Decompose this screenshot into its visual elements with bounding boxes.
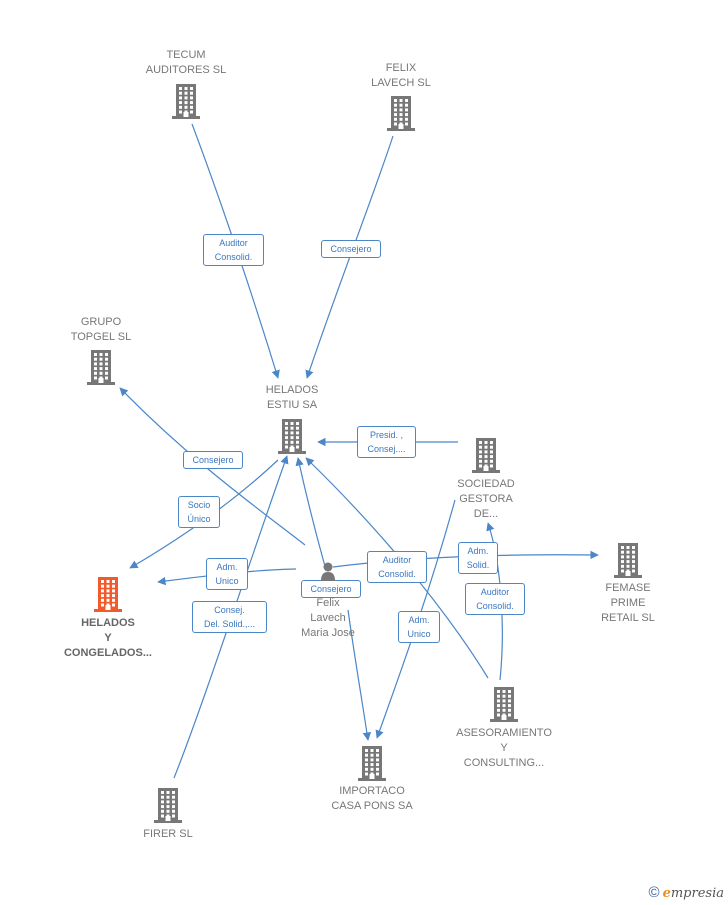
node-label: TECUM AUDITORES SL xyxy=(145,49,227,76)
edge-label-11[interactable]: Auditor Consolid. xyxy=(465,583,525,615)
building-icon xyxy=(613,542,643,578)
building-icon xyxy=(153,787,183,823)
copyright-footer: ©empresia xyxy=(649,884,724,901)
node-label: FEMASE PRIME RETAIL SL xyxy=(601,582,655,624)
copyright-symbol: © xyxy=(648,884,660,901)
edge-label-2[interactable]: Consejero xyxy=(321,240,381,258)
building-icon xyxy=(171,83,201,119)
edge-label-10[interactable]: Adm. Solid. xyxy=(458,542,498,574)
edge-label-5[interactable]: Socio Único xyxy=(178,496,220,528)
edge-line-4 xyxy=(119,387,306,546)
node-label: HELADOS ESTIU SA xyxy=(265,384,319,411)
edge-label-6[interactable]: Adm. Unico xyxy=(206,558,248,590)
node-label: GRUPO TOPGEL SL xyxy=(70,316,132,343)
building-icon xyxy=(86,349,116,385)
edge-label-1[interactable]: Auditor Consolid. xyxy=(203,234,264,266)
node-label: HELADOS Y CONGELADOS... xyxy=(63,617,152,659)
edge-line-8 xyxy=(295,457,327,571)
node-label: IMPORTACO CASA PONS SA xyxy=(331,785,413,812)
building-icon xyxy=(489,686,519,722)
node-label: FELIX LAVECH SL xyxy=(371,62,431,89)
edge-label-7[interactable]: Consej. Del. Solid.,... xyxy=(192,601,267,633)
edge-label-12[interactable]: Adm. Unico xyxy=(398,611,440,643)
node-label: FIRER SL xyxy=(143,828,193,840)
person-icon xyxy=(320,562,336,582)
node-label: SOCIEDAD GESTORA DE... xyxy=(457,478,515,520)
building-icon xyxy=(277,418,307,454)
building-icon xyxy=(93,576,123,612)
edge-line-13 xyxy=(347,609,372,741)
edge-label-9[interactable]: Auditor Consolid. xyxy=(367,551,427,583)
edge-label-4[interactable]: Consejero xyxy=(183,451,243,469)
building-icon xyxy=(471,437,501,473)
node-label: Felix Lavech Maria Jose xyxy=(301,597,355,639)
building-icon xyxy=(357,745,387,781)
node-label: ASESORAMIENTO Y CONSULTING... xyxy=(456,727,552,769)
edge-label-3[interactable]: Presid. , Consej.... xyxy=(357,426,416,458)
building-icon xyxy=(386,95,416,131)
brand-logo[interactable]: empresia xyxy=(662,886,724,901)
